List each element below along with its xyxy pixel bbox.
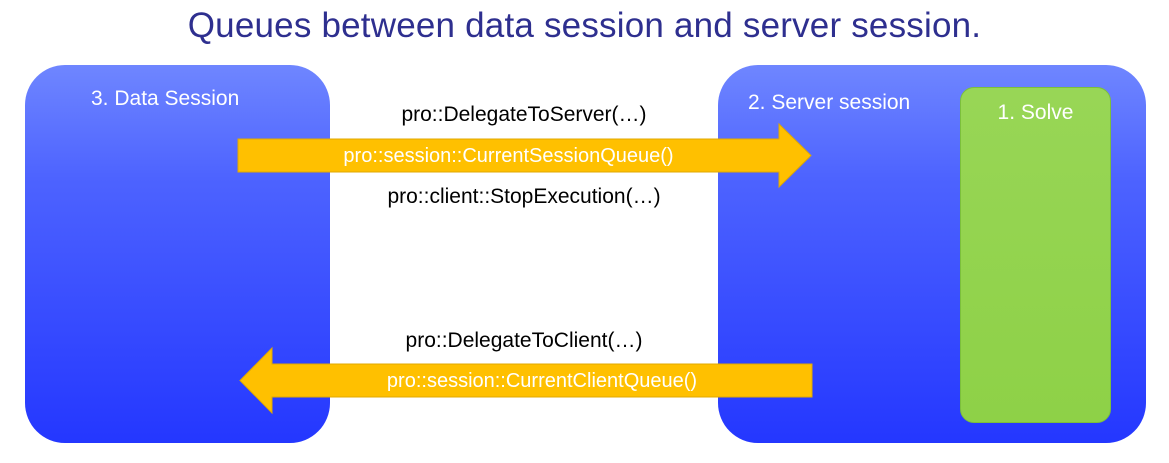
arrow-to-client [239,346,813,415]
client-queue-label: pro::session::CurrentClientQueue() [386,370,698,392]
data-session-label: 3. Data Session [91,87,240,110]
delegate-to-server-label: pro::DelegateToServer(…) [401,103,647,126]
solve-box: 1. Solve [960,87,1111,423]
delegate-to-client-label: pro::DelegateToClient(…) [405,329,643,352]
session-queue-label: pro::session::CurrentSessionQueue() [343,145,674,167]
solve-label: 1. Solve [997,101,1074,124]
stop-execution-label: pro::client::StopExecution(…) [387,185,661,208]
diagram-title: Queues between data session and server s… [187,6,982,45]
arrow-to-server [237,122,812,189]
server-session-label: 2. Server session [748,91,911,114]
